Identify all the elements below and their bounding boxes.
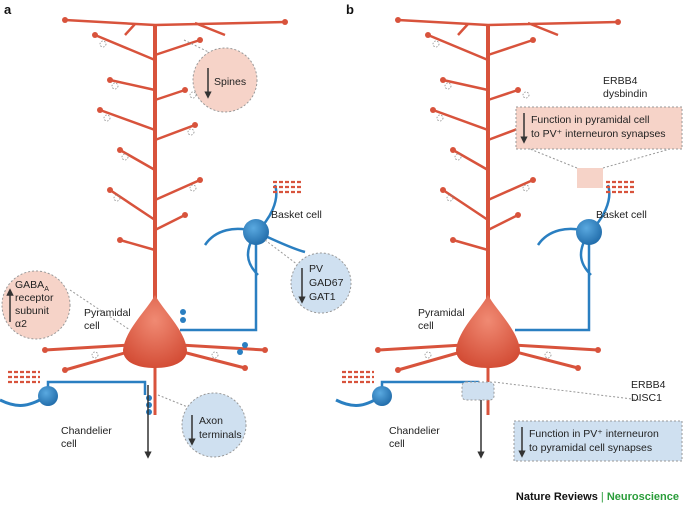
chandelier-label-a-2: cell (61, 438, 77, 450)
genes-bottom-2: DISC1 (631, 392, 662, 404)
gaba-subunit: subunit (15, 305, 49, 317)
panel-a-letter: a (4, 2, 12, 17)
genes-top-2: dysbindin (603, 88, 648, 100)
basket-cell-label-a: Basket cell (271, 209, 322, 221)
basket-cell-label-b: Basket cell (596, 209, 647, 221)
pv-marker-3: GAT1 (309, 291, 336, 303)
credit-separator: | (600, 491, 604, 503)
chandelier-label-a-1: Chandelier (61, 425, 112, 437)
function-bottom-1: Function in PV⁺ interneuron (529, 428, 659, 440)
pyramidal-label-b-2: cell (418, 320, 434, 332)
spines-label: Spines (214, 76, 246, 88)
synapse-highlight-top (577, 168, 603, 188)
panel-b-letter: b (346, 2, 354, 17)
chandelier-label-b-2: cell (389, 438, 405, 450)
basket-cell-a (180, 180, 306, 355)
pyramidal-neuron-b (373, 15, 623, 417)
basket-cell-b (515, 180, 636, 332)
gaba-label: GABA (15, 279, 44, 291)
synapse-highlight-bottom (461, 381, 495, 401)
incoming-axons-b (340, 370, 376, 384)
credit-publisher: Nature Reviews (515, 491, 598, 503)
pv-marker-2: GAD67 (309, 277, 344, 289)
gaba-callout (1, 270, 71, 340)
gaba-alpha2: α2 (15, 318, 27, 330)
svg-text:GABAA: GABAA (15, 279, 49, 293)
panel-a: a Spines Basket cell PV GAD67 GAT (0, 2, 352, 459)
gaba-receptor: receptor (15, 292, 54, 304)
pv-marker-1: PV (309, 263, 323, 275)
pyramidal-label-a-1: Pyramidal (84, 307, 131, 319)
gaba-subscript: A (44, 286, 49, 293)
axon-terminals-2: terminals (199, 429, 242, 441)
genes-bottom-1: ERBB4 (631, 379, 666, 391)
chandelier-label-b-1: Chandelier (389, 425, 440, 437)
genes-top-1: ERBB4 (603, 75, 638, 87)
publication-credit: Nature Reviews | Neuroscience (516, 491, 679, 503)
function-top-1: Function in pyramidal cell (531, 114, 649, 126)
function-bottom-box (513, 420, 683, 462)
panel-b: b ERBB4 dysbindin Function in pyramidal … (335, 2, 683, 462)
pyramidal-label-a-2: cell (84, 320, 100, 332)
function-top-2: to PV⁺ interneuron synapses (531, 128, 666, 140)
credit-journal: Neuroscience (606, 491, 679, 503)
incoming-axons-a (6, 370, 42, 384)
axon-terminals-1: Axon (199, 415, 223, 427)
axon-terminals-callout (181, 392, 247, 458)
chandelier-cell-b (335, 380, 480, 407)
function-bottom-2: to pyramidal cell synapses (529, 442, 652, 454)
chandelier-cell-a (0, 380, 152, 415)
pv-markers-callout (290, 252, 352, 314)
pyramidal-label-b-1: Pyramidal (418, 307, 465, 319)
function-top-box (515, 106, 683, 150)
